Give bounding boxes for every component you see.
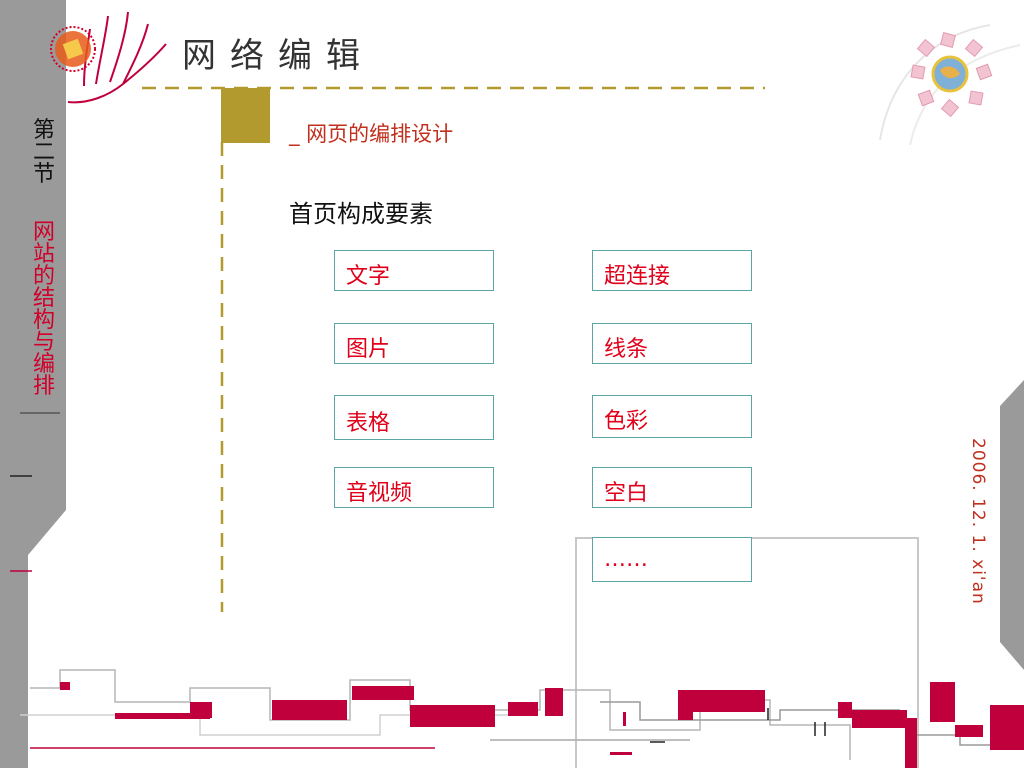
- globe-emblem-icon: [879, 24, 1021, 146]
- element-box-image: 图片: [334, 323, 494, 364]
- element-box-table: 表格: [334, 395, 494, 440]
- page-header-title: 网络编辑: [182, 36, 374, 76]
- section-title-vertical: 网站的结构与编排: [32, 220, 55, 399]
- element-box-hyperlink: 超连接: [592, 250, 752, 291]
- element-label: 音视频: [346, 481, 413, 506]
- date-label: 2006. 12. 1. xi'an: [968, 438, 988, 605]
- hand-logo-icon: [50, 11, 167, 104]
- element-label: 色彩: [604, 409, 649, 434]
- element-label: 线条: [604, 337, 649, 362]
- element-label: 表格: [346, 411, 391, 436]
- section-heading: 首页构成要素: [289, 200, 433, 228]
- element-box-color: 色彩: [592, 395, 752, 438]
- element-label: 图片: [346, 337, 391, 362]
- element-label: 超连接: [604, 264, 671, 289]
- element-box-text: 文字: [334, 250, 494, 291]
- element-label: 文字: [346, 264, 391, 289]
- section-number: 第二节: [32, 118, 55, 187]
- element-label: 空白: [604, 481, 649, 506]
- gold-accent-block: [221, 88, 270, 143]
- element-box-av: 音视频: [334, 467, 494, 508]
- element-box-more: ……: [592, 537, 752, 582]
- element-box-whitespace: 空白: [592, 467, 752, 508]
- right-edge-decoration: [1000, 380, 1024, 670]
- element-box-line: 线条: [592, 323, 752, 364]
- element-label: ……: [604, 547, 648, 572]
- left-sidebar-strip: [0, 0, 66, 768]
- page-subtitle: _ 网页的编排设计: [289, 122, 454, 146]
- footer-decoration: [20, 537, 1024, 768]
